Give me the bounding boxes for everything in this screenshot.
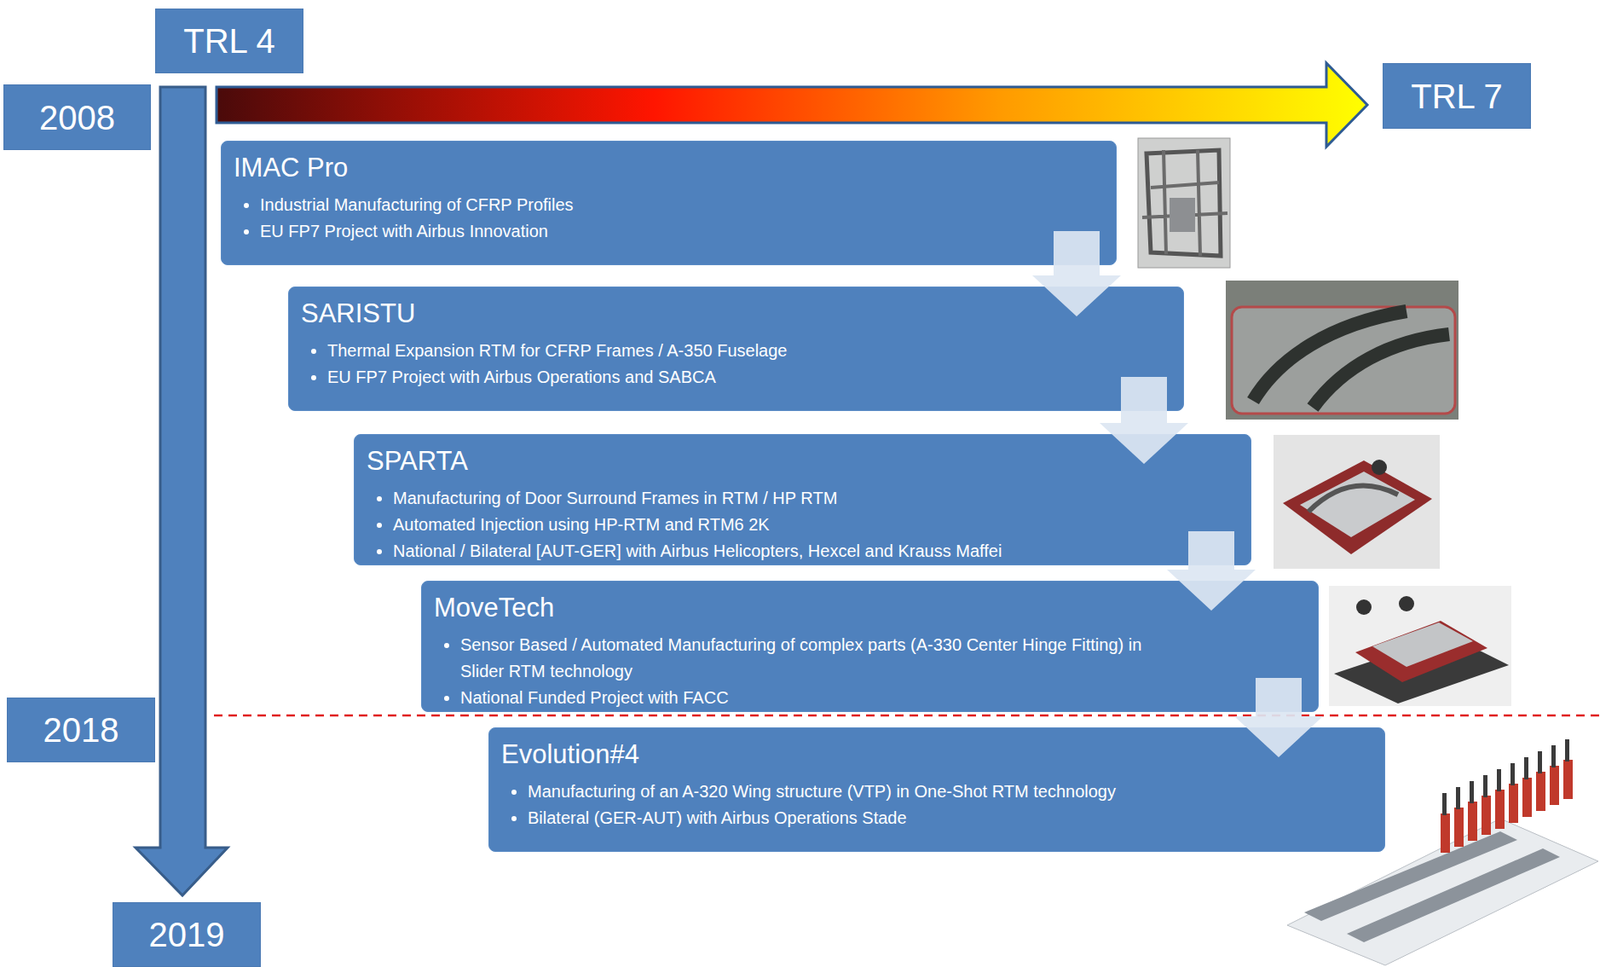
project-title: MoveTech [433,591,1301,624]
bullet-list: Sensor Based / Automated Manufacturing o… [433,631,1168,711]
trl-arrow [216,63,1368,147]
render-rod [1510,762,1515,786]
flow-arrow [1234,677,1323,757]
bullet-text: National / Bilateral [AUT-GER] with Airb… [392,537,1234,565]
render-rod [1483,774,1488,798]
render-block [1440,813,1450,853]
render-block [1549,765,1560,805]
render-rod [1551,745,1556,768]
photo-insert [1299,471,1416,538]
year-label: TRL 7 [1410,77,1502,116]
project-box: MoveTechSensor Based / Automated Manufac… [421,580,1319,712]
project-title: IMAC Pro [233,151,1099,184]
render-rod [1469,780,1474,803]
bullet-list: Manufacturing of an A-320 Wing structure… [501,778,1368,832]
label-box: 2018 [6,697,156,763]
photo-frame [1312,334,1450,408]
render-block [1481,795,1491,835]
flow-arrow [1032,231,1121,317]
year-label: 2018 [43,710,120,749]
flow-arrow [1099,376,1189,464]
bullet-text: Manufacturing of Door Surround Frames in… [392,485,1234,512]
project-box: SARISTU Thermal Expansion RTM for CFRP Fr… [288,286,1185,411]
photo-person [1398,595,1415,612]
time-arrow [135,86,228,896]
project-title: Evolution#4 [501,738,1368,770]
project-box: IMAC ProIndustrial Manufacturing of CFRP… [220,140,1117,266]
render-block [1536,771,1546,811]
project-box: SPARTA Manufacturing of Door Surround Fra… [353,433,1252,566]
render-block [1467,801,1478,841]
photo-tool [1355,620,1488,682]
label-box: TRL 4 [155,8,304,74]
photo-person [1371,459,1387,475]
bullet-text: Sensor Based / Automated Manufacturing o… [460,631,1168,685]
photo-bg [1225,280,1459,420]
render-rod [1455,786,1461,809]
project-title: SPARTA [366,444,1234,477]
photo-insert [1372,622,1473,667]
photo-structure [1142,150,1228,256]
render-rod [1442,792,1447,815]
photo-bg [1137,138,1231,268]
render-block [1508,783,1519,823]
bullet-text: EU FP7 Project with Airbus Innovation [259,218,1099,245]
bullet-list: Manufacturing of Door Surround Frames in… [366,485,1234,565]
bullet-text: Automated Injection using HP-RTM and RTM… [392,511,1234,538]
photo-bg [1273,434,1440,569]
project-box: Evolution#4Manufacturing of an A-320 Win… [488,727,1386,852]
year-label: TRL 4 [183,22,275,60]
photo-part [1169,197,1196,232]
bullet-list: Industrial Manufacturing of CFRP Profile… [233,191,1099,245]
project-title: SARISTU [300,297,1167,330]
year-label: 2008 [39,98,116,137]
render-block [1495,789,1505,829]
photo-structure [1146,150,1221,256]
render-rod [1565,739,1570,762]
bullet-text: National Funded Project with FACC [460,684,1168,711]
label-box: 2008 [3,84,151,151]
bullet-text: Manufacturing of an A-320 Wing structure… [527,778,1368,805]
photo-frame [1308,485,1398,512]
render-track [1346,848,1560,942]
divider-line [213,714,1600,717]
render-rod [1496,768,1502,792]
bullet-text: Thermal Expansion RTM for CFRP Frames / … [327,337,1167,364]
render-rod [1524,756,1529,780]
photo-tool [1282,460,1433,555]
bullet-list: Thermal Expansion RTM for CFRP Frames / … [300,337,1167,391]
photo-bg [1328,585,1512,706]
label-box: TRL 7 [1382,63,1531,129]
bullet-text: EU FP7 Project with Airbus Operations an… [327,363,1167,391]
photo-person [1356,599,1372,615]
photo-mold [1231,306,1456,414]
render-block [1522,777,1532,817]
bullet-text: Bilateral (GER-AUT) with Airbus Operatio… [527,804,1368,832]
flow-arrow [1166,531,1256,611]
year-label: 2019 [149,915,226,954]
render-block [1454,807,1464,847]
bullet-text: Industrial Manufacturing of CFRP Profile… [259,191,1099,219]
render-rod [1537,750,1543,774]
label-box: 2019 [112,901,261,967]
render-block [1563,759,1573,799]
